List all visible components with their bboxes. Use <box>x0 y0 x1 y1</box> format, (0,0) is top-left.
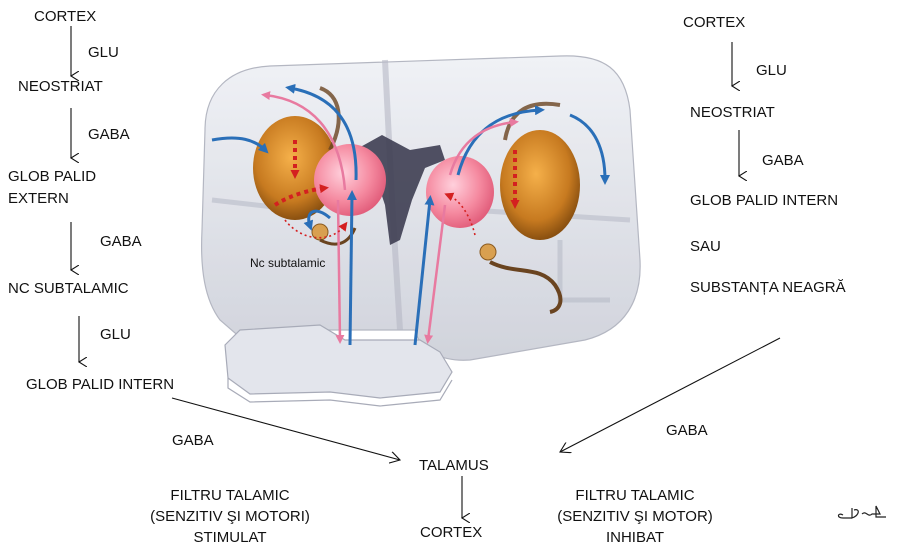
left-gaba-3-label: GABA <box>172 432 214 450</box>
left-gaba-1-label: GABA <box>88 126 130 144</box>
right-filter-line1: FILTRU TALAMIC <box>535 487 735 505</box>
left-glob-palid-intern-label: GLOB PALID INTERN <box>26 376 174 394</box>
left-glob-palid-extern-line2: EXTERN <box>8 190 69 208</box>
left-gaba-2-label: GABA <box>100 233 142 251</box>
globus-pallidus-left <box>314 144 386 216</box>
right-sau-label: SAU <box>690 238 721 256</box>
subthalamic-nucleus-right <box>480 244 496 260</box>
left-filter-line3: STIMULAT <box>130 529 330 547</box>
right-neostriat-label: NEOSTRIAT <box>690 104 775 122</box>
left-glob-palid-extern-line1: GLOB PALID <box>8 168 96 186</box>
striatum-right <box>500 130 580 240</box>
right-glu-label: GLU <box>756 62 787 80</box>
left-glu-1-label: GLU <box>88 44 119 62</box>
left-filter-line2: (SENZITIV ŞI MOTORI) <box>130 508 330 526</box>
brain-shell <box>202 56 641 406</box>
right-filter-line2: (SENZITIV ŞI MOTOR) <box>535 508 735 526</box>
left-neostriat-label: NEOSTRIAT <box>18 78 103 96</box>
left-nc-subtalamic-label: NC SUBTALAMIC <box>8 280 129 298</box>
signature <box>838 506 886 518</box>
right-cortex-label: CORTEX <box>683 14 745 32</box>
talamus-label: TALAMUS <box>419 457 489 475</box>
right-substanta-neagra-label: SUBSTANȚA NEAGRĂ <box>690 279 846 297</box>
left-cortex-label: CORTEX <box>34 8 96 26</box>
right-gaba-2-label: GABA <box>666 422 708 440</box>
right-gaba-1-label: GABA <box>762 152 804 170</box>
right-glob-palid-intern-label: GLOB PALID INTERN <box>690 192 838 210</box>
left-glu-2-label: GLU <box>100 326 131 344</box>
center-cortex-label: CORTEX <box>420 524 482 542</box>
nc-subtalamic-annotation: Nc subtalamic <box>250 254 325 272</box>
right-filter-line3: INHIBAT <box>535 529 735 547</box>
left-filter-line1: FILTRU TALAMIC <box>130 487 330 505</box>
